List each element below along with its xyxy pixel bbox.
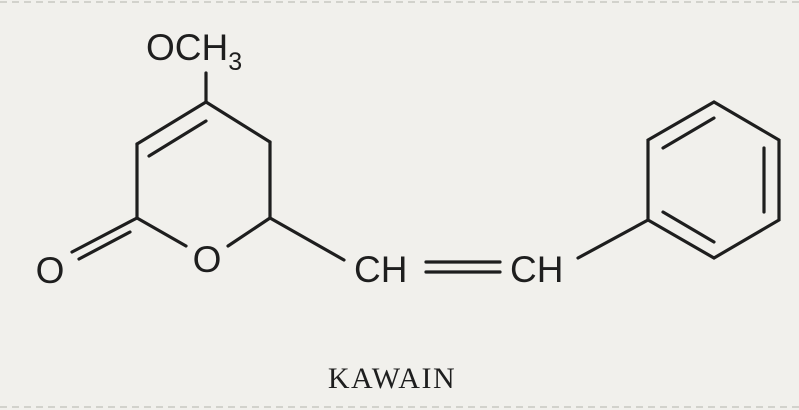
phenyl-hexagon bbox=[646, 100, 781, 260]
ring-oxygen-label: O bbox=[193, 239, 222, 280]
methoxy-label: OCH3 bbox=[146, 27, 242, 76]
ring-bond-c4-c5 bbox=[204, 100, 272, 144]
ring-bond-c3-c4-double bbox=[147, 119, 208, 158]
vinyl-ch-left-label: CH bbox=[354, 249, 407, 290]
vinyl-phenyl-bond bbox=[576, 218, 650, 260]
c6-vinyl-bond bbox=[268, 216, 346, 262]
ring-bond-c6-o1 bbox=[226, 216, 272, 248]
pyranone-ring bbox=[135, 100, 272, 248]
ring-bond-o1-c2 bbox=[135, 216, 188, 248]
carbonyl-bond-outer bbox=[70, 216, 139, 254]
carbonyl-bond-inner bbox=[77, 230, 132, 261]
vinyl-ch-right-label: CH bbox=[510, 249, 563, 290]
phenyl-ring bbox=[646, 100, 781, 260]
carbonyl-oxygen-label: O bbox=[36, 250, 65, 291]
phenyl-inner-bond-bottom bbox=[661, 210, 716, 244]
phenyl-inner-bond-left bbox=[661, 116, 716, 150]
ring-bond-c3-c4 bbox=[135, 100, 208, 146]
compound-name-caption: KAWAIN bbox=[328, 362, 456, 395]
